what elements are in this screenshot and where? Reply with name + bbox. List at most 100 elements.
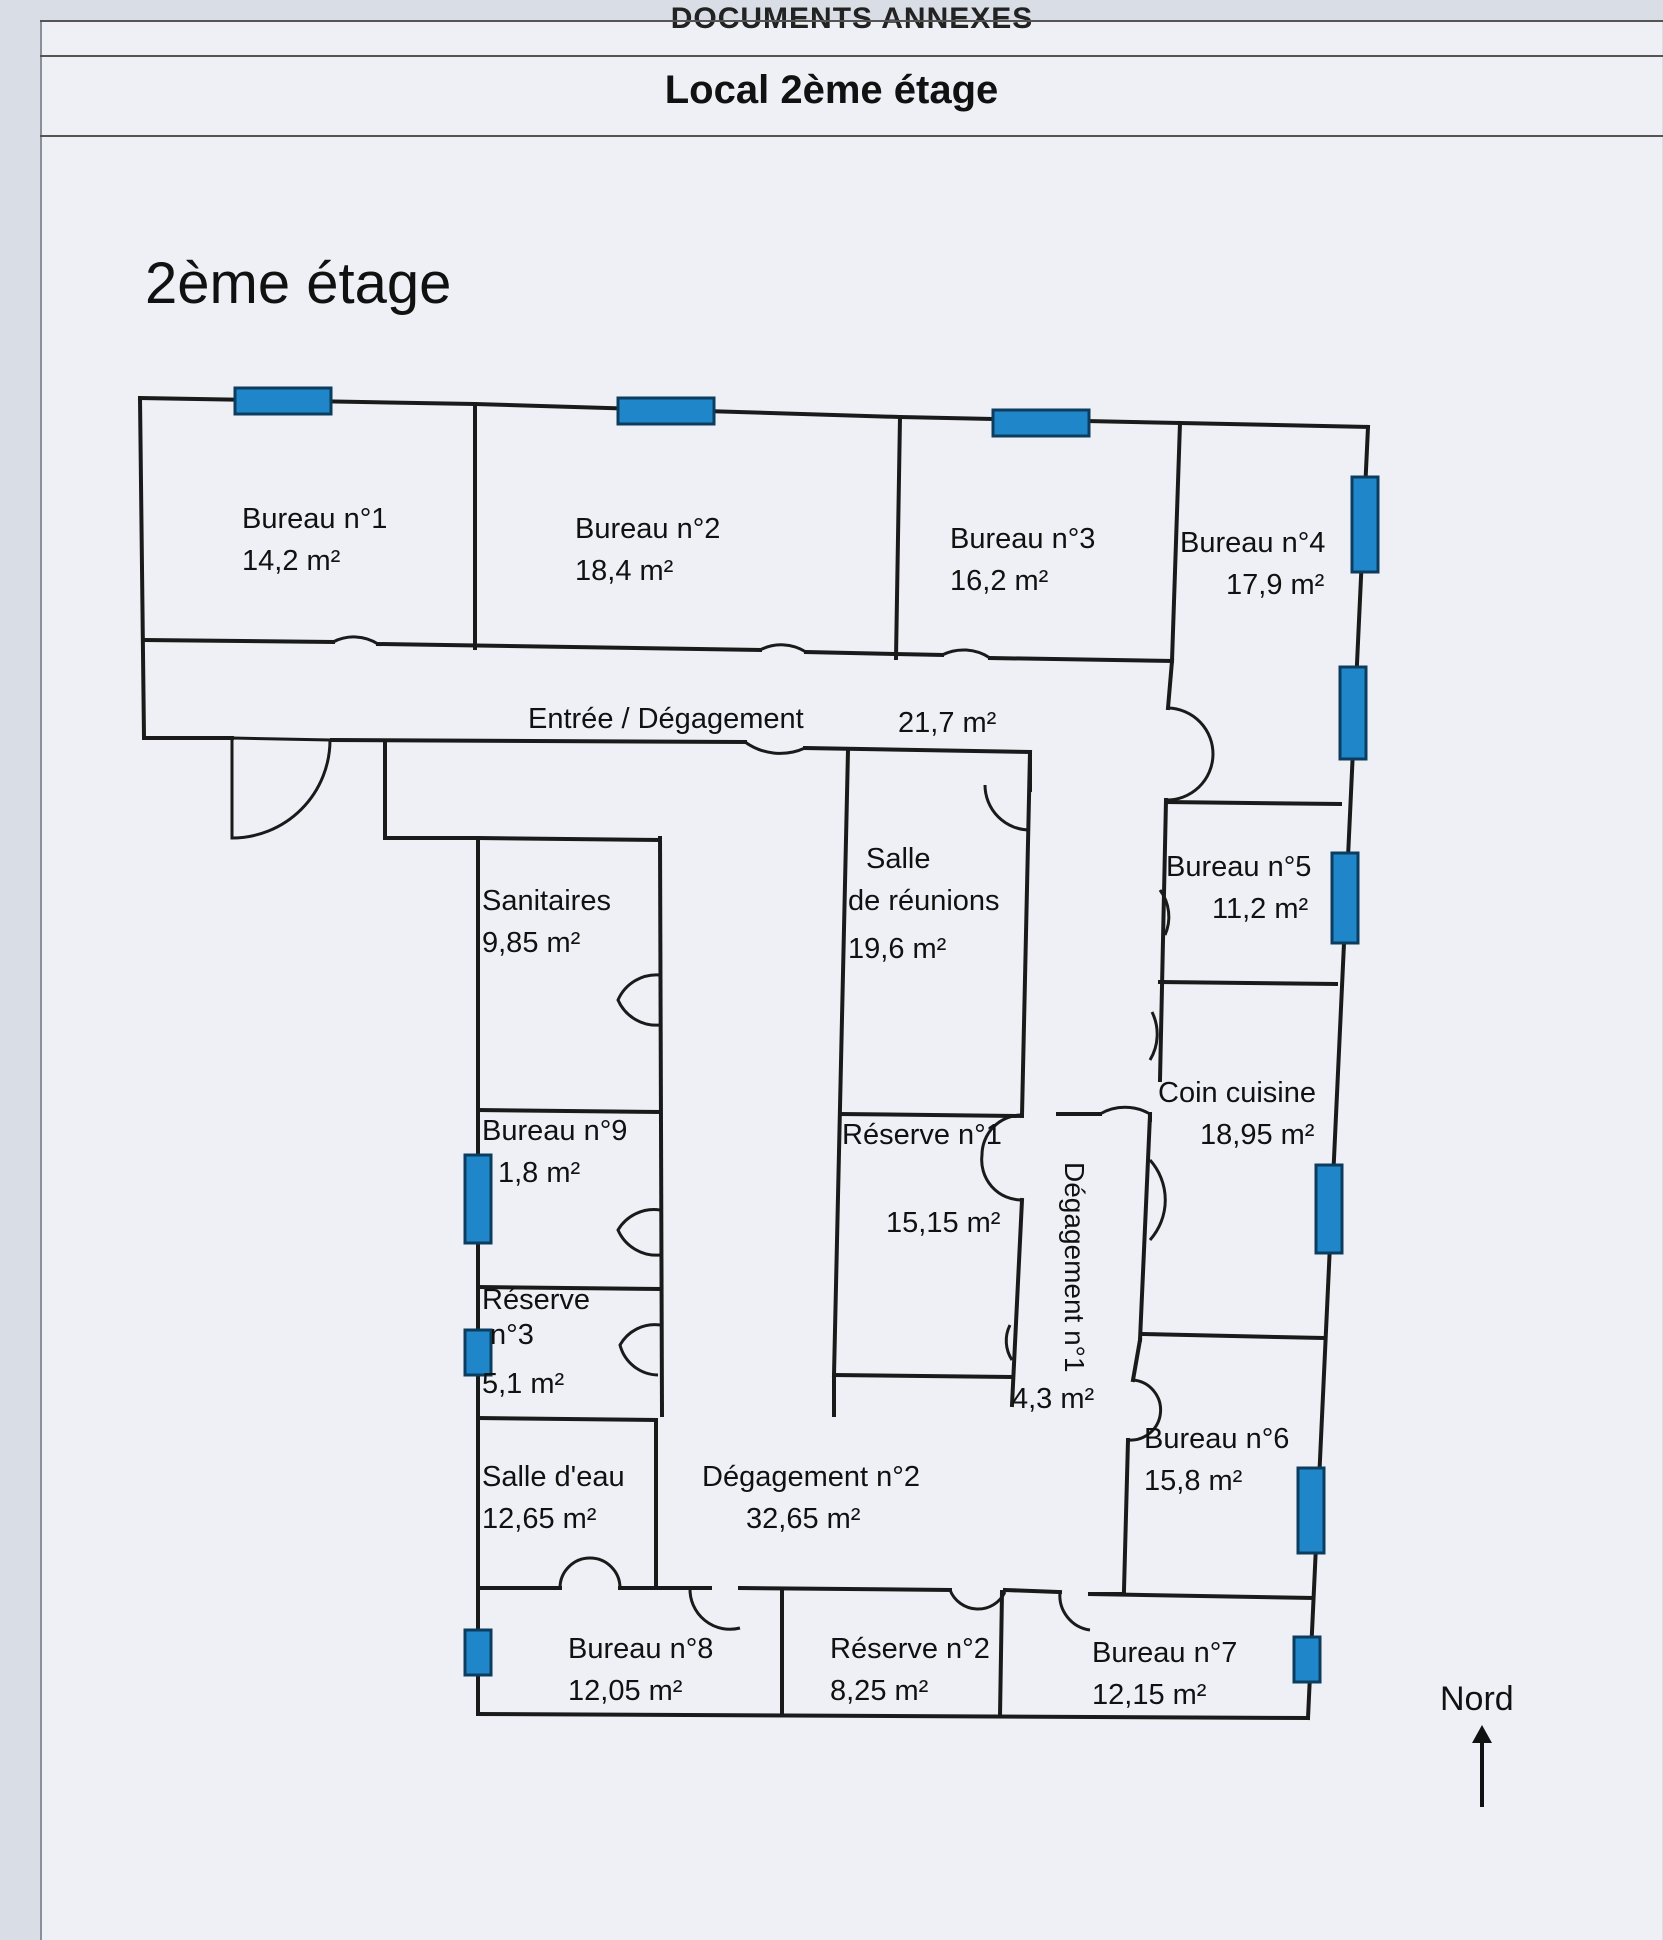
- room-area: 12,05 m²: [568, 1675, 683, 1708]
- window-b5: [1330, 851, 1360, 945]
- wall-b6-left2: [1121, 1437, 1131, 1593]
- wall-b1-bottom: [141, 637, 336, 645]
- window-b1: [233, 386, 333, 416]
- wall-sanitaires-top: [475, 835, 663, 843]
- room-name: Bureau n°8: [568, 1633, 714, 1665]
- door-b7: [1058, 1591, 1091, 1632]
- room-area: 18,95 m²: [1200, 1119, 1315, 1152]
- door-cuisine2: [1148, 1159, 1167, 1241]
- room-name-line2: de réunions: [848, 885, 1000, 918]
- room-name: Coin cuisine: [1158, 1077, 1316, 1109]
- room-name: Salle d'eau: [482, 1461, 625, 1493]
- room-name: Dégagement n°2: [702, 1461, 920, 1493]
- wall-b4-left2: [1157, 797, 1169, 1083]
- room-entree-name: Entrée / Dégagement: [528, 703, 804, 735]
- wall-b6-b7: [1087, 1591, 1315, 1601]
- room-reserve-1-name: Réserve n°1: [842, 1119, 1002, 1151]
- door-reunions: [983, 784, 1031, 832]
- room-name: Bureau n°2: [575, 513, 721, 545]
- door-reserve1b: [1004, 1324, 1014, 1361]
- window-cuisine: [1314, 1163, 1344, 1255]
- window-b2: [616, 396, 716, 426]
- room-area: 11,2 m²: [1212, 893, 1309, 926]
- wall-cuisine-b6: [1139, 1331, 1325, 1341]
- wall-deg2-bottom3: [1002, 1587, 1063, 1595]
- floor-label: 2ème étage: [145, 251, 452, 316]
- door-b5: [1158, 889, 1171, 936]
- wall-reunions-left: [831, 747, 851, 1378]
- door-entree-bottom: [744, 740, 806, 755]
- room-name: Bureau n°7: [1092, 1637, 1238, 1669]
- room-area: 14,2 m²: [242, 545, 341, 578]
- wall-sanitaires-right: [657, 835, 665, 1418]
- room-area: 12,15 m²: [1092, 1679, 1207, 1712]
- wall-reunions-right: [1019, 749, 1033, 1118]
- door-b8: [688, 1587, 741, 1631]
- room-area: 32,65 m²: [746, 1503, 861, 1536]
- door-r3: [618, 1323, 661, 1377]
- room-bureau-9: Bureau n°9 1,8 m²: [482, 1110, 627, 1194]
- wall-b2-b3: [893, 414, 903, 661]
- wall-left-step: [383, 740, 480, 840]
- document-title: Local 2ème étage: [664, 68, 999, 112]
- door-b3: [941, 648, 991, 660]
- door-entree: [230, 736, 332, 840]
- window-b8: [463, 1628, 493, 1677]
- room-name-line1: Réserve: [482, 1284, 590, 1316]
- window-b7: [1292, 1635, 1322, 1684]
- window-b4: [1350, 475, 1380, 574]
- wall-entree-bottom3: [802, 745, 1033, 755]
- window-b4b: [1338, 665, 1368, 761]
- north-label: Nord: [1440, 1680, 1514, 1718]
- room-area: 19,6 m²: [848, 933, 947, 966]
- wall-reserve1-bottom: [831, 1372, 1013, 1380]
- wall-b3-b4: [1169, 420, 1183, 664]
- door-b2: [759, 643, 807, 654]
- document-sheet: DOCUMENTS ANNEXES: [40, 2, 1662, 1940]
- wall-b9-r3: [475, 1284, 663, 1292]
- room-name: Bureau n°4: [1180, 527, 1326, 559]
- room-area: 9,85 m²: [482, 927, 581, 960]
- room-bureau-7: Bureau n°7 12,15 m²: [1092, 1632, 1237, 1716]
- door-b1: [332, 635, 379, 646]
- wall-b6-left: [1130, 1337, 1143, 1383]
- section-header: DOCUMENTS ANNEXES: [670, 2, 1034, 35]
- window-b9: [463, 1153, 493, 1245]
- wall-reserve1-right: [1009, 1197, 1025, 1408]
- room-name: Bureau n°1: [242, 503, 388, 535]
- north-arrow-icon: [1472, 1725, 1492, 1807]
- room-degagement-2: Dégagement n°2 32,65 m²: [702, 1456, 920, 1540]
- room-area: 1,8 m²: [498, 1157, 581, 1190]
- window-b6: [1296, 1466, 1326, 1555]
- door-b6: [1127, 1378, 1163, 1442]
- room-degagement-1-area: 4,3 m²: [1012, 1383, 1095, 1415]
- door-sanitaires: [616, 973, 661, 1027]
- wall-b3-bottom: [987, 655, 1175, 664]
- room-reserve-1-area: 15,15 m²: [886, 1207, 1001, 1239]
- room-bureau-6: Bureau n°6 15,8 m²: [1144, 1418, 1289, 1502]
- wall-outer-left-upper: [137, 395, 147, 741]
- room-area: 16,2 m²: [950, 565, 1049, 598]
- room-coin-cuisine: Coin cuisine 18,95 m²: [1158, 1072, 1316, 1156]
- wall-san-b9: [475, 1107, 663, 1115]
- room-area: 17,9 m²: [1226, 569, 1325, 602]
- room-sanitaires: Sanitaires 9,85 m²: [482, 880, 611, 964]
- room-salle-eau: Salle d'eau 12,65 m²: [482, 1456, 625, 1540]
- room-area: 8,25 m²: [830, 1675, 929, 1708]
- wall-outer-bottom: [475, 1711, 1311, 1721]
- frame-title-top: [40, 55, 1663, 57]
- frame-title-bottom: [40, 135, 1663, 137]
- door-se: [558, 1556, 622, 1589]
- room-area: 15,8 m²: [1144, 1465, 1243, 1498]
- door-b9: [616, 1208, 661, 1257]
- room-name: Bureau n°9: [482, 1115, 628, 1147]
- room-bureau-5: Bureau n°5 11,2 m²: [1166, 846, 1311, 930]
- wall-b4-b5: [1163, 799, 1343, 807]
- door-cuisine: [1148, 1011, 1159, 1061]
- wall-deg2-bottom2: [737, 1585, 953, 1593]
- room-name: Bureau n°3: [950, 523, 1096, 555]
- room-bureau-4: Bureau n°4 17,9 m²: [1180, 522, 1325, 606]
- room-reserve-3: Réserve n°3 5,1 m²: [482, 1283, 590, 1401]
- room-area: 12,65 m²: [482, 1503, 597, 1536]
